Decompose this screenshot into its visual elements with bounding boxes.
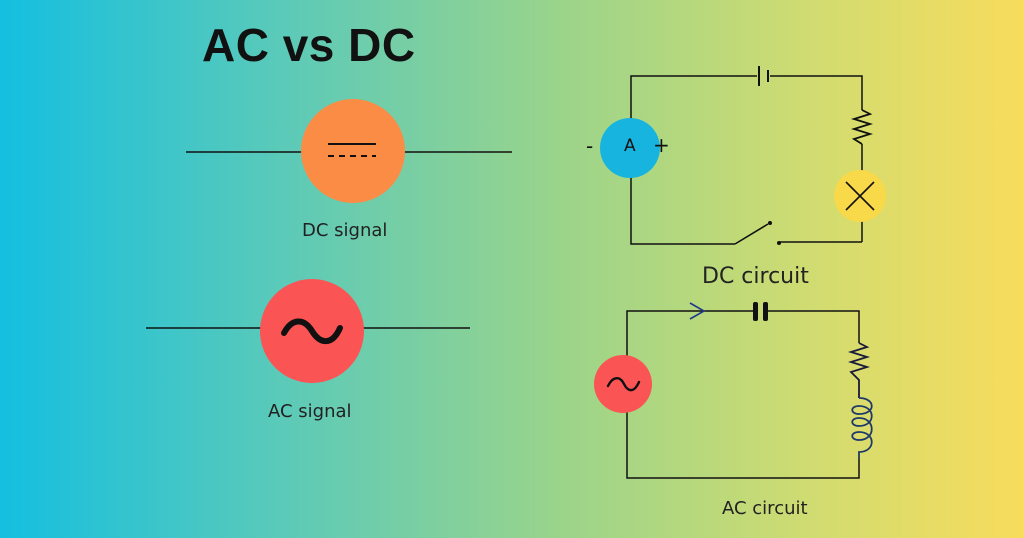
ac-circuit: [594, 302, 873, 479]
ammeter-label: A: [624, 136, 636, 156]
lamp-symbol: [834, 170, 886, 222]
ammeter-plus: +: [653, 133, 670, 157]
switch-symbol: [734, 221, 781, 245]
ac-circuit-label: AC circuit: [722, 498, 808, 519]
ammeter-symbol: [600, 118, 660, 178]
dc-signal-symbol: [186, 99, 512, 203]
page-title: AC vs DC: [202, 19, 416, 71]
resistor-symbol-ac: [847, 342, 871, 398]
inductor-symbol: [851, 397, 873, 458]
dc-circuit: [600, 66, 886, 245]
ac-signal-label: AC signal: [268, 401, 352, 422]
resistor-symbol: [850, 109, 874, 145]
dc-signal-label: DC signal: [302, 220, 388, 241]
ammeter-minus: -: [586, 134, 594, 158]
current-arrow-icon: [689, 302, 706, 320]
dc-circuit-label: DC circuit: [702, 264, 809, 289]
ac-signal-symbol: [146, 279, 470, 383]
battery-symbol: [758, 66, 769, 86]
capacitor-symbol: [753, 302, 768, 321]
